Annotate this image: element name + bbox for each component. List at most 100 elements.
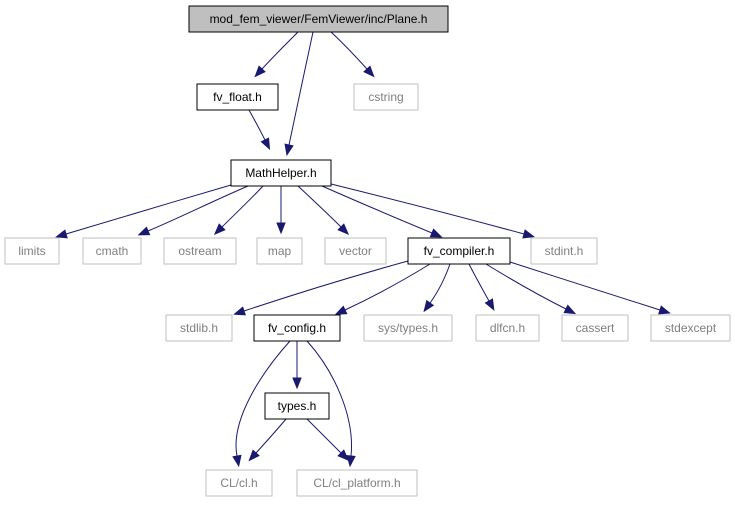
edge-arrowhead [658, 305, 671, 315]
node-label: limits [18, 244, 45, 258]
node-label: vector [339, 244, 372, 258]
node-box [4, 237, 60, 265]
edge-arrowhead [334, 305, 348, 315]
node-label: CL/cl_platform.h [313, 476, 400, 490]
edge-arrowhead [363, 65, 375, 78]
node-stdlib: stdlib.h [165, 314, 233, 342]
node-fv_config[interactable]: fv_config.h [253, 314, 341, 342]
edge-fv_compiler-to-stdexcept [509, 261, 671, 315]
edge-mathhelper-to-cmath [137, 185, 249, 236]
edge-line [297, 185, 342, 228]
node-vector: vector [324, 237, 387, 265]
edge-fv_config-to-types [292, 341, 302, 390]
node-label: ostream [178, 244, 221, 258]
node-label: cstring [368, 90, 403, 104]
node-cmath: cmath [82, 237, 142, 265]
node-ostream: ostream [163, 237, 237, 265]
edge-mathhelper-to-fv_compiler [321, 185, 443, 238]
node-label: fv_compiler.h [424, 244, 495, 258]
edge-arrowhead [213, 223, 226, 236]
edge-fv_compiler-to-systypes [423, 263, 451, 313]
node-stdint: stdint.h [530, 237, 598, 265]
edge-fv_compiler-to-dlfcn [468, 263, 495, 311]
edge-arrowhead [55, 229, 68, 239]
edge-line [261, 31, 299, 70]
edge-mathhelper-to-stdint [330, 183, 535, 239]
node-plane[interactable]: mod_fem_viewer/FemViewer/inc/Plane.h [188, 5, 449, 33]
edge-fv_compiler-to-cassert [485, 263, 577, 315]
node-box [205, 469, 273, 497]
node-box [561, 314, 629, 342]
edge-arrowhead [423, 299, 435, 313]
node-box [163, 237, 237, 265]
edge-line [255, 418, 287, 454]
node-box [256, 237, 303, 265]
node-box [230, 159, 332, 187]
edge-arrowhead [337, 449, 350, 462]
edge-fv_compiler-to-stdlib [233, 260, 409, 316]
node-label: map [268, 244, 292, 258]
edge-plane-to-mathhelper [284, 31, 314, 157]
node-box [264, 392, 330, 420]
edge-arrowhead [260, 137, 271, 151]
edge-arrowhead [484, 298, 495, 311]
node-label: fv_float.h [213, 90, 262, 104]
edge-types-to-clcl [248, 418, 287, 462]
node-fv_compiler[interactable]: fv_compiler.h [407, 237, 511, 265]
node-cstring: cstring [353, 83, 419, 111]
edge-line [344, 263, 431, 311]
node-box [196, 83, 279, 111]
edge-arrowhead [346, 455, 356, 468]
node-box [475, 314, 540, 342]
edge-line [485, 263, 567, 310]
edge-line [429, 263, 451, 304]
edge-mathhelper-to-limits [55, 184, 232, 239]
edge-fv_compiler-to-fv_config [334, 263, 431, 315]
node-label: dlfcn.h [490, 321, 525, 335]
edge-line [330, 183, 525, 235]
node-label: cassert [576, 321, 615, 335]
node-label: types.h [278, 399, 317, 413]
node-clcl: CL/cl.h [205, 469, 273, 497]
node-label: stdint.h [545, 244, 584, 258]
edge-line [147, 185, 249, 232]
edge-arrowhead [276, 222, 286, 235]
node-box [324, 237, 387, 265]
node-fv_float[interactable]: fv_float.h [196, 83, 279, 111]
node-label: cmath [96, 244, 129, 258]
edge-line [288, 31, 314, 146]
node-label: fv_config.h [268, 321, 326, 335]
node-label: MathHelper.h [245, 166, 316, 180]
edge-line [468, 263, 490, 302]
edge-arrowhead [337, 223, 350, 236]
edge-line [306, 340, 353, 457]
node-stdexcept: stdexcept [650, 314, 731, 342]
node-map: map [256, 237, 303, 265]
node-systypes: sys/types.h [363, 314, 453, 342]
edge-arrowhead [232, 454, 242, 468]
node-types[interactable]: types.h [264, 392, 330, 420]
edge-arrowhead [429, 228, 443, 238]
edge-mathhelper-to-ostream [213, 185, 264, 236]
node-box [296, 469, 418, 497]
edge-line [306, 418, 342, 454]
node-limits: limits [4, 237, 60, 265]
node-mathhelper[interactable]: MathHelper.h [230, 159, 332, 187]
edge-mathhelper-to-map [276, 186, 286, 235]
edges-layer [55, 31, 671, 468]
edge-line [248, 109, 266, 141]
node-box [353, 83, 419, 111]
edge-line [321, 185, 433, 234]
edge-arrowhead [137, 226, 151, 236]
edge-arrowhead [233, 306, 246, 316]
node-box [530, 237, 598, 265]
node-dlfcn: dlfcn.h [475, 314, 540, 342]
edge-arrowhead [563, 304, 577, 315]
edge-arrowhead [292, 377, 302, 390]
edge-arrowhead [522, 229, 535, 239]
edge-line [65, 184, 232, 235]
edge-arrowhead [284, 143, 294, 157]
edge-line [235, 340, 291, 457]
